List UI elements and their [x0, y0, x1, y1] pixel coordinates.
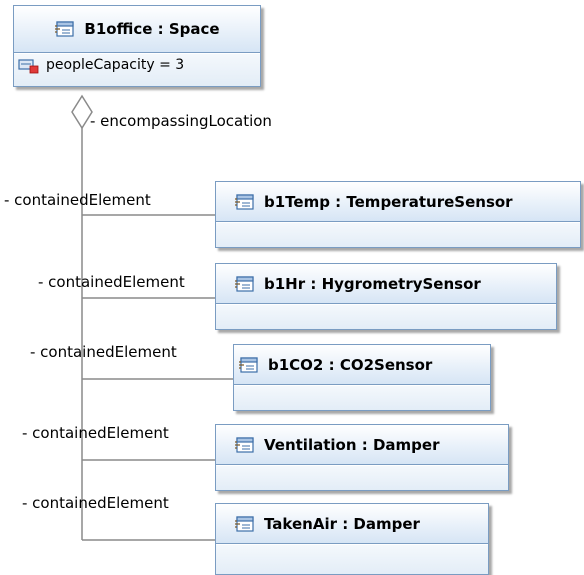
instance-node-slots	[216, 305, 556, 329]
instance-specification-icon	[234, 515, 256, 533]
instance-node-takenair[interactable]: TakenAir : Damper	[215, 503, 489, 575]
instance-node-slots	[234, 386, 490, 410]
instance-node-header[interactable]: TakenAir : Damper	[216, 504, 488, 544]
instance-node-title: TakenAir : Damper	[264, 514, 420, 533]
instance-node-header[interactable]: b1Hr : HygrometrySensor	[216, 264, 556, 304]
instance-node-header[interactable]: b1Temp : TemperatureSensor	[216, 182, 580, 222]
role-label-b1temp: - containedElement	[4, 191, 151, 209]
slot-people-capacity[interactable]: peopleCapacity = 3	[18, 56, 184, 74]
instance-node-slots	[216, 466, 508, 490]
instance-node-title: b1Hr : HygrometrySensor	[264, 274, 481, 293]
space-node-header[interactable]: B1office : Space	[14, 6, 260, 53]
aggregation-diamond[interactable]	[71, 94, 93, 130]
space-node-b1office[interactable]: B1office : Space peopleCapacity = 3	[13, 5, 261, 87]
instance-specification-icon	[234, 193, 256, 211]
instance-specification-icon	[234, 275, 256, 293]
role-label-b1hr: - containedElement	[38, 273, 185, 291]
instance-specification-icon	[234, 436, 256, 454]
slot-icon	[18, 56, 40, 74]
instance-specification-icon	[238, 356, 260, 374]
instance-node-b1hr[interactable]: b1Hr : HygrometrySensor	[215, 263, 557, 330]
space-node-title: B1office : Space	[84, 20, 220, 38]
instance-node-slots	[216, 223, 580, 247]
instance-specification-icon	[54, 20, 76, 38]
slot-people-capacity-label: peopleCapacity = 3	[46, 57, 185, 73]
encompassing-location-label: - encompassingLocation	[90, 112, 272, 130]
role-label-b1co2: - containedElement	[30, 343, 177, 361]
instance-node-title: Ventilation : Damper	[264, 435, 440, 454]
role-label-takenair: - containedElement	[22, 494, 169, 512]
space-node-slots: peopleCapacity = 3	[14, 54, 260, 86]
instance-node-ventilation[interactable]: Ventilation : Damper	[215, 424, 509, 491]
instance-node-b1temp[interactable]: b1Temp : TemperatureSensor	[215, 181, 581, 248]
instance-node-b1co2[interactable]: b1CO2 : CO2Sensor	[233, 344, 491, 411]
role-label-ventilation: - containedElement	[22, 424, 169, 442]
instance-node-title: b1CO2 : CO2Sensor	[268, 355, 433, 374]
instance-node-header[interactable]: b1CO2 : CO2Sensor	[234, 345, 490, 385]
instance-node-title: b1Temp : TemperatureSensor	[264, 192, 513, 211]
instance-node-header[interactable]: Ventilation : Damper	[216, 425, 508, 465]
instance-node-slots	[216, 545, 488, 574]
